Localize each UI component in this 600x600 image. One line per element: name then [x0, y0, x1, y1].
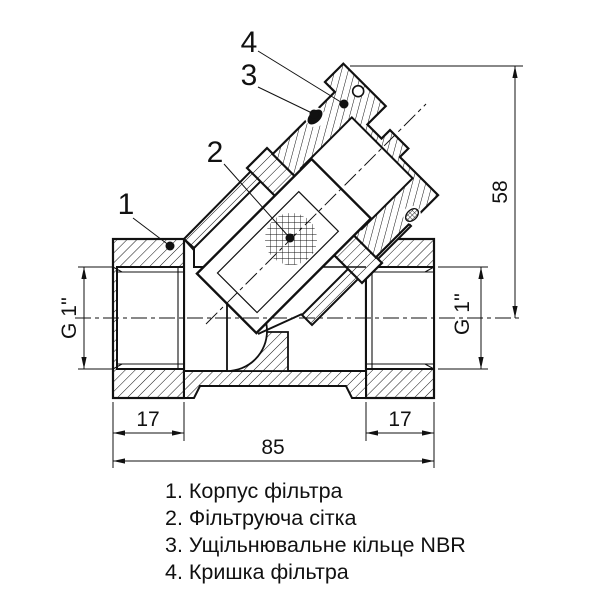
callout-1: 1 — [118, 188, 135, 221]
cap-vent-hole — [351, 84, 365, 98]
body-bottom-wall — [183, 370, 367, 399]
cartridge-inner — [216, 190, 340, 314]
callout-4: 4 — [241, 26, 258, 59]
dim-height: 58 — [489, 180, 512, 203]
legend: 1. Корпус фільтра 2. Фільтруюча сітка 3.… — [165, 479, 466, 584]
legend-item-1: 1. Корпус фільтра — [165, 479, 343, 503]
dim-right-hex: 17 — [388, 408, 411, 431]
callout-dots — [165, 99, 349, 251]
dim-port-left: G 1'' — [58, 297, 81, 339]
callout-2: 2 — [207, 136, 224, 169]
centerline-branch — [205, 103, 427, 325]
dim-port-right: G 1'' — [451, 293, 474, 335]
legend-item-3: 3. Ущільнювальне кільце NBR — [165, 533, 466, 557]
legend-item-4: 4. Кришка фільтра — [165, 560, 349, 584]
dim-overall-length: 85 — [261, 436, 284, 459]
legend-item-2: 2. Фільтруюча сітка — [165, 506, 356, 530]
lower-seal — [403, 206, 421, 224]
seat-edge — [257, 313, 303, 335]
dim-left-hex: 17 — [136, 408, 159, 431]
callout-3: 3 — [241, 59, 258, 92]
dimension-arrows — [81, 66, 518, 464]
dimension-lines — [78, 65, 523, 468]
callout-leaders — [132, 50, 345, 247]
